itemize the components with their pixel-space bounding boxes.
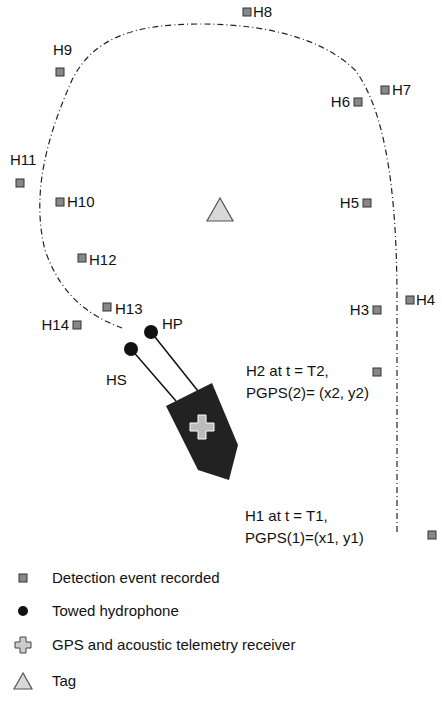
- event-label: H6: [331, 93, 350, 111]
- legend-symbols: [14, 574, 32, 689]
- event-label: H3: [350, 301, 369, 319]
- event-label: H4: [416, 291, 435, 309]
- event-label: H1 at t = T1,: [245, 507, 328, 525]
- event-label: H14: [41, 316, 69, 334]
- boat-track: [40, 24, 397, 532]
- event-label: H2 at t = T2,: [246, 362, 329, 380]
- boat: [124, 325, 238, 480]
- event-label: H12: [89, 251, 117, 269]
- legend-text: Towed hydrophone: [52, 602, 179, 620]
- event-label: H13: [115, 300, 143, 318]
- event-label: H8: [253, 3, 272, 21]
- event-label: H11: [10, 151, 36, 169]
- tag-triangle: [207, 198, 233, 221]
- event-label: HS: [106, 371, 127, 389]
- event-label: PGPS(2)= (x2, y2): [246, 384, 369, 402]
- detection-squares: [16, 8, 436, 539]
- event-label: PGPS(1)=(x1, y1): [245, 529, 364, 547]
- legend-text: Detection event recorded: [52, 569, 220, 587]
- legend-text: Tag: [52, 672, 76, 690]
- event-label: H5: [340, 194, 359, 212]
- event-label: H9: [53, 41, 72, 59]
- event-label: HP: [162, 315, 183, 333]
- event-label: H10: [67, 193, 95, 211]
- event-label: H7: [392, 81, 411, 99]
- legend-text: GPS and acoustic telemetry receiver: [52, 636, 295, 654]
